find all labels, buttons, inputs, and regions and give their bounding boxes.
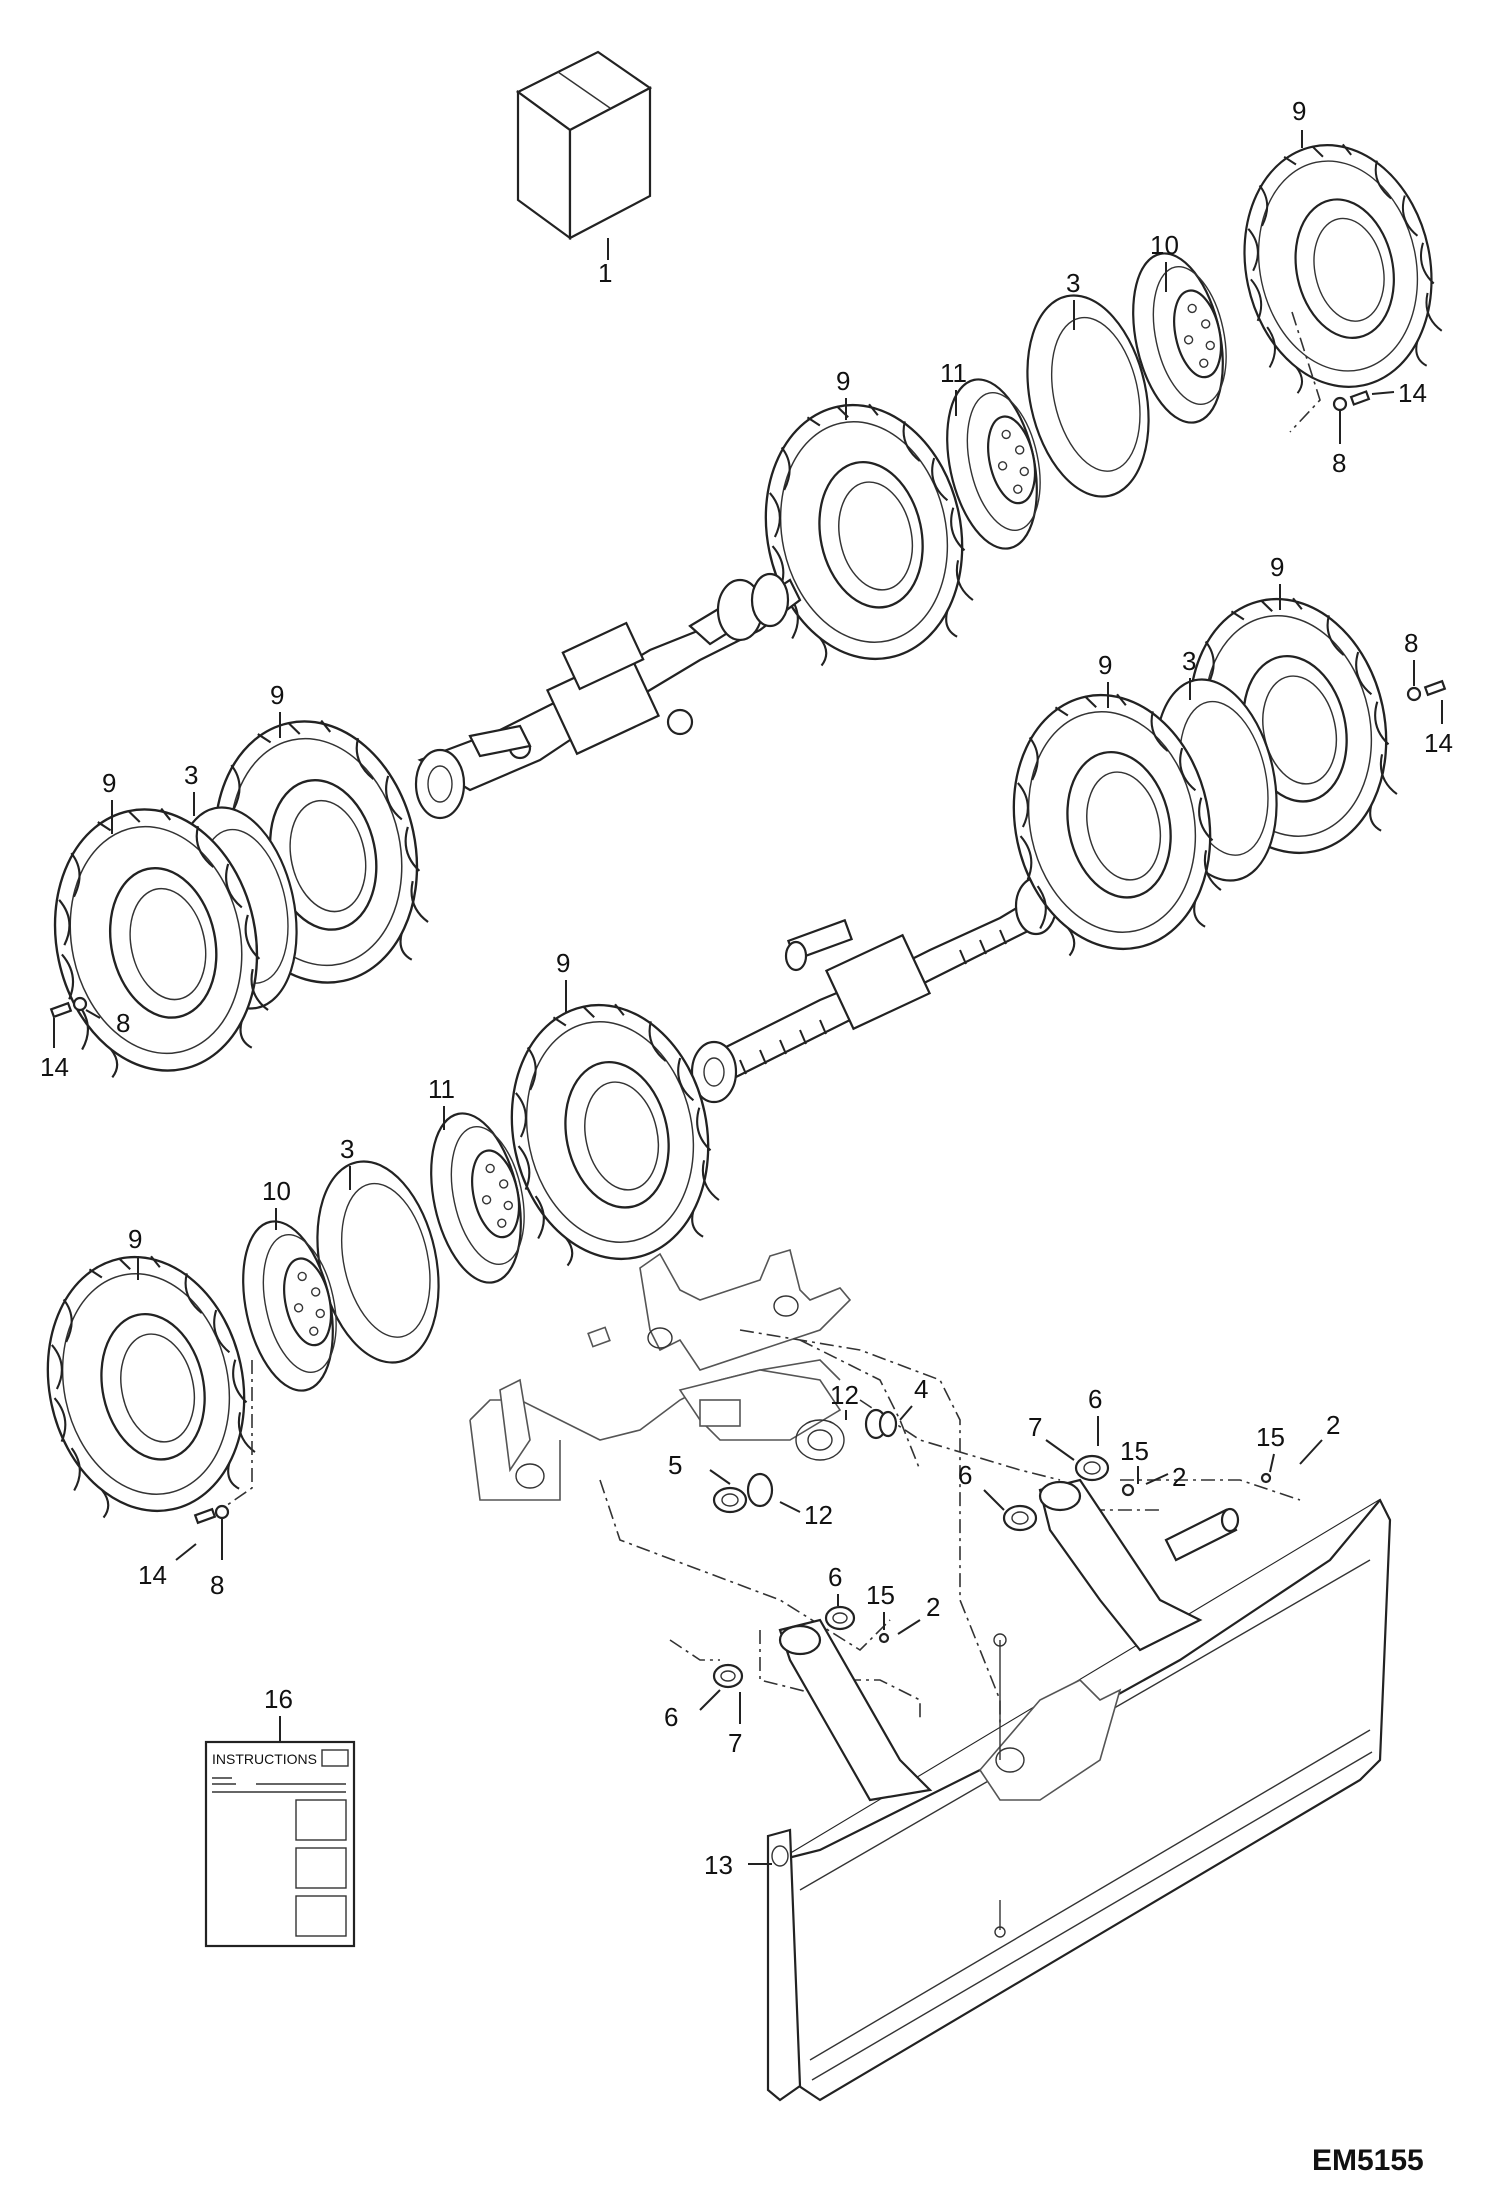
tire-bottom-left [23, 1237, 269, 1531]
dozer-blade [766, 1478, 1392, 2102]
callout-manual-16: 16 [264, 1684, 293, 1714]
callout-pin-2c: 2 [926, 1592, 940, 1622]
drawing-code: EM5155 [1312, 2144, 1424, 2177]
callout-spacer-mid: 3 [340, 1134, 354, 1164]
instructions-manual: INSTRUCTIONS [204, 1740, 356, 1948]
fastener-left [49, 996, 88, 1019]
callout-pin-15c: 15 [866, 1580, 895, 1610]
callout-pin-15a: 15 [1120, 1436, 1149, 1466]
callout-rim-mid: 11 [428, 1074, 455, 1104]
callout-washer-6d: 6 [664, 1702, 678, 1732]
blade-hardware [712, 1408, 1272, 1689]
chassis-frame [469, 1248, 852, 1501]
callout-spacer-right: 3 [1182, 646, 1196, 676]
rear-axle [414, 572, 802, 820]
callout-nut-top-8: 8 [1332, 448, 1346, 478]
callout-pin-2a: 2 [1172, 1462, 1186, 1492]
fastener-top [1289, 311, 1371, 433]
callout-tire-top-right: 9 [1292, 96, 1306, 126]
callout-washer-4: 4 [914, 1374, 928, 1404]
callout-bolt-bottom-14: 14 [138, 1560, 167, 1590]
callout-nut-left-8: 8 [116, 1008, 130, 1038]
fastener-bottom [193, 1360, 253, 1525]
callout-tire-front-right-inner: 9 [1098, 650, 1112, 680]
callout-bolt-right-14: 14 [1424, 728, 1453, 758]
callout-tire-left-outer: 9 [102, 768, 116, 798]
callout-spacer-left: 3 [184, 760, 198, 790]
callout-washer-6a: 6 [958, 1460, 972, 1490]
callout-box: 1 [598, 258, 612, 288]
callout-washer-7a: 7 [1028, 1412, 1042, 1442]
callout-ring-12a: 12 [830, 1380, 859, 1410]
callout-hub-top: 10 [1150, 230, 1179, 260]
callout-pin-2b: 2 [1326, 1410, 1340, 1440]
callout-nut-right-8: 8 [1404, 628, 1418, 658]
callout-tire-left-inner: 9 [270, 680, 284, 710]
callout-blade-13: 13 [704, 1850, 733, 1880]
box-part [515, 50, 653, 260]
callout-nut-bottom-8: 8 [210, 1570, 224, 1600]
callout-tire-front-right-outer: 9 [1270, 552, 1284, 582]
fastener-right [1406, 679, 1447, 702]
callout-washer-5: 5 [668, 1450, 682, 1480]
callout-rim-top: 11 [940, 358, 967, 388]
front-axle [690, 876, 1058, 1104]
callout-ring-12b: 12 [804, 1500, 833, 1530]
callout-tire-bottom-left: 9 [128, 1224, 142, 1254]
callout-labels: 1 9 10 3 11 9 14 8 9 8 3 9 14 9 3 9 14 8… [40, 96, 1453, 1880]
callout-tire-mid: 9 [556, 948, 570, 978]
callout-washer-6b: 6 [1088, 1384, 1102, 1414]
callout-tire-top-mid: 9 [836, 366, 850, 396]
callout-bolt-left-14: 14 [40, 1052, 69, 1082]
callout-washer-7b: 7 [728, 1728, 742, 1758]
callout-pin-15b: 15 [1256, 1422, 1285, 1452]
callout-spacer-top: 3 [1066, 268, 1080, 298]
callout-bolt-top-14: 14 [1398, 378, 1427, 408]
tire-mid [487, 985, 733, 1279]
instructions-label: INSTRUCTIONS [212, 1751, 317, 1767]
tire-top-right [1221, 126, 1455, 406]
leader-lines [53, 130, 1443, 1865]
callout-washer-6c: 6 [828, 1562, 842, 1592]
callout-hub-mid: 10 [262, 1176, 291, 1206]
